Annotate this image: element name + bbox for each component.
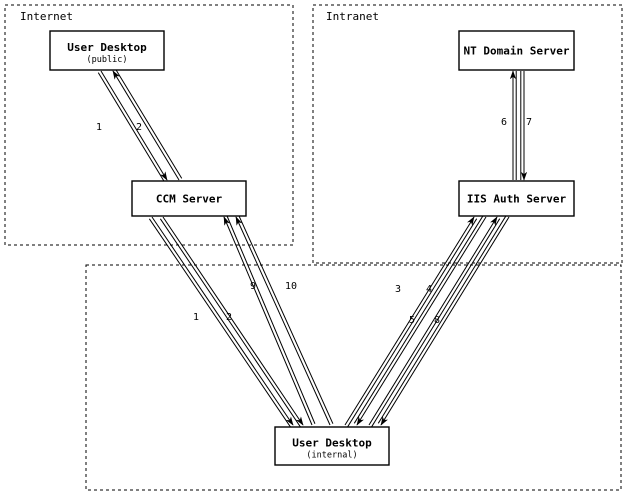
node-box-user-desktop-internal [274, 426, 390, 466]
flow-label-flow-3: 3 [395, 284, 401, 295]
flow-label-flow-6: 6 [501, 117, 507, 128]
flow-arrow-flow-2-public [112, 70, 180, 181]
flow-label-flow-9: 9 [250, 281, 256, 292]
node-subtitle-user-desktop-internal: (internal) [306, 451, 357, 461]
node-subtitle-user-desktop-public: (public) [87, 55, 128, 65]
flow-arrow-companion-flow-5 [371, 218, 501, 427]
flow-arrow-flow-4 [356, 216, 487, 426]
flow-arrow-companion-flow-1-public [97, 72, 165, 182]
node-user-desktop-internal[interactable]: User Desktop(internal) [274, 426, 390, 466]
flow-arrow-companion-flow-2-internal [159, 218, 301, 428]
flow-arrow-flow-9 [223, 216, 313, 426]
node-box-user-desktop-public [49, 30, 165, 71]
flow-label-flow-8: 8 [434, 315, 440, 326]
flow-arrow-companion-flow-3 [347, 218, 478, 427]
flow-arrow-flow-1-internal [151, 216, 294, 426]
node-box-iis-auth-server [458, 180, 575, 217]
flow-label-flow-1-public: 1 [96, 122, 102, 133]
flow-arrow-companion-flow-4 [353, 215, 484, 424]
node-title-iis-auth-server: IIS Auth Server [467, 193, 567, 206]
flow-label-flow-2-internal: 2 [226, 312, 232, 323]
zones-layer: Internet Intranet [4, 4, 623, 491]
flow-label-flow-2-public: 2 [136, 122, 142, 133]
flow-arrow-companion-flow-2-public [115, 69, 183, 179]
zone-boundary-internet [4, 4, 294, 246]
flow-label-flow-5: 5 [409, 315, 415, 326]
zone-label-intranet: Intranet [326, 10, 379, 23]
flow-arrow-flow-5 [368, 216, 498, 426]
node-nt-domain-server[interactable]: NT Domain Server [458, 30, 575, 71]
flow-label-flow-7: 7 [526, 117, 532, 128]
zone-boundary-intranet [312, 4, 623, 264]
node-ccm-server[interactable]: CCM Server [131, 180, 247, 217]
node-iis-auth-server[interactable]: IIS Auth Server [458, 180, 575, 217]
flow-arrow-flow-1-public [100, 70, 168, 181]
node-box-nt-domain-server [458, 30, 575, 71]
flow-arrow-flow-3 [344, 216, 475, 426]
flow-arrow-companion-flow-1-internal [148, 218, 291, 428]
flow-arrow-companion-flow-8 [377, 215, 507, 424]
flow-arrow-flow-2-internal [162, 216, 304, 426]
flows-layer [97, 69, 528, 428]
node-title-user-desktop-internal: User Desktop [292, 437, 372, 450]
flow-labels-layer: 1 2 1 2 9 10 3 4 5 8 6 7 [96, 117, 532, 326]
node-box-ccm-server [131, 180, 247, 217]
zone-label-internet: Internet [20, 10, 73, 23]
flow-arrow-flow-10 [235, 216, 331, 426]
node-user-desktop-public[interactable]: User Desktop(public) [49, 30, 165, 71]
flow-label-flow-1-internal: 1 [193, 312, 199, 323]
node-title-ccm-server: CCM Server [156, 193, 223, 206]
zone-boundary-internal [85, 264, 622, 491]
node-title-user-desktop-public: User Desktop [67, 41, 147, 54]
flow-label-flow-4: 4 [426, 284, 432, 295]
node-title-nt-domain-server: NT Domain Server [464, 45, 570, 58]
flow-arrow-companion-flow-9 [226, 215, 316, 424]
flow-arrow-flow-8 [380, 216, 510, 426]
flow-arrow-companion-flow-10 [238, 215, 334, 424]
flow-label-flow-10: 10 [285, 281, 297, 292]
